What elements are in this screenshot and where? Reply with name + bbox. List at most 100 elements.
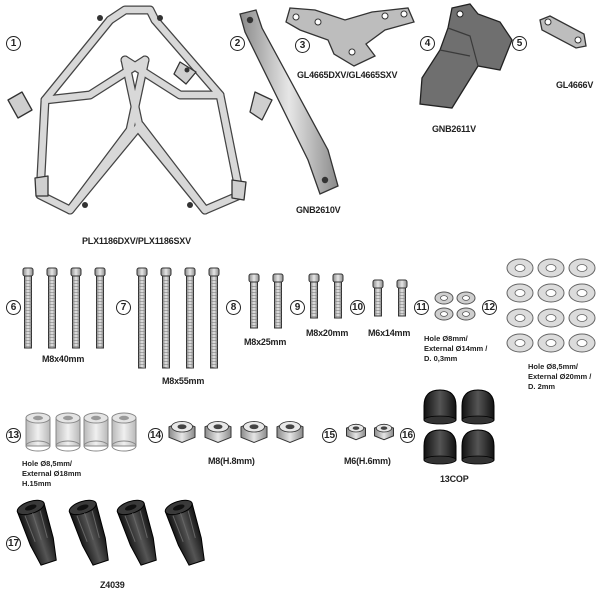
spacer-2 xyxy=(55,412,81,452)
screw-m8x55-2 xyxy=(160,267,172,369)
link-plate xyxy=(539,15,587,49)
label-14: M8(H.8mm) xyxy=(208,456,255,466)
spacer-4 xyxy=(111,412,137,452)
cap-1 xyxy=(423,389,457,425)
nut-m6-1 xyxy=(346,423,366,441)
label-10: M6x14mm xyxy=(368,328,411,338)
knob-3 xyxy=(116,499,157,566)
washer-thick-3 xyxy=(568,258,596,278)
note-13-line-2: External Ø18mm xyxy=(22,469,82,478)
screw-m8x25-1 xyxy=(248,273,260,329)
washer-thin-2 xyxy=(456,291,476,305)
washer-thin-4 xyxy=(456,307,476,321)
screw-m8x20-2 xyxy=(332,273,344,319)
spacer-1 xyxy=(25,412,51,452)
screw-m8x25-2 xyxy=(272,273,284,329)
washer-thick-1 xyxy=(506,258,534,278)
washer-thick-6 xyxy=(568,283,596,303)
item-number-5: 5 xyxy=(512,36,527,51)
note-11-line-1: Hole Ø8mm/ xyxy=(424,334,468,343)
washer-thick-12 xyxy=(568,333,596,353)
knob-4 xyxy=(164,499,205,566)
cap-4 xyxy=(461,429,495,465)
label-4: GNB2611V xyxy=(432,124,476,134)
knob-1 xyxy=(16,499,57,566)
note-13-line-1: Hole Ø8,5mm/ xyxy=(22,459,73,468)
note-11-line-3: D. 0,3mm xyxy=(424,354,458,363)
washer-thick-11 xyxy=(537,333,565,353)
screw-m8x40-4 xyxy=(94,267,106,349)
item-number-1: 1 xyxy=(6,36,21,51)
bracket-plate xyxy=(285,7,415,67)
item-number-11: 11 xyxy=(414,300,429,315)
item-number-2: 2 xyxy=(230,36,245,51)
rack-frame xyxy=(7,5,273,215)
washer-thin-1 xyxy=(434,291,454,305)
screw-m8x20-1 xyxy=(308,273,320,319)
screw-m8x40-2 xyxy=(46,267,58,349)
item-number-9: 9 xyxy=(290,300,305,315)
item-number-15: 15 xyxy=(322,428,337,443)
washer-thick-8 xyxy=(537,308,565,328)
note-12-line-2: External Ø20mm / xyxy=(528,372,592,381)
knob-2 xyxy=(68,499,109,566)
item-number-12: 12 xyxy=(482,300,497,315)
item-number-17: 17 xyxy=(6,536,21,551)
washer-thick-7 xyxy=(506,308,534,328)
item-number-16: 16 xyxy=(400,428,415,443)
item-number-14: 14 xyxy=(148,428,163,443)
knob-set xyxy=(16,499,205,566)
label-1: PLX1186DXV/PLX1186SXV xyxy=(82,236,191,246)
screw-sets xyxy=(22,267,408,369)
note-11-line-2: External Ø14mm / xyxy=(424,344,488,353)
item-number-10: 10 xyxy=(350,300,365,315)
nut-m8-1 xyxy=(168,420,196,444)
washer-thick-10 xyxy=(506,333,534,353)
note-13-line-3: H.15mm xyxy=(22,479,52,488)
washer-sets xyxy=(434,258,596,353)
nut-m8-3 xyxy=(240,420,268,444)
item-number-8: 8 xyxy=(226,300,241,315)
note-12-line-1: Hole Ø8,5mm/ xyxy=(528,362,579,371)
note-13: Hole Ø8,5mm/ External Ø18mm H.15mm xyxy=(22,459,81,489)
nut-sets xyxy=(168,420,394,444)
washer-thick-9 xyxy=(568,308,596,328)
spacer-3 xyxy=(83,412,109,452)
spacer-set xyxy=(25,412,137,452)
label-3: GL4665DXV/GL4665SXV xyxy=(297,70,398,80)
screw-m8x40-1 xyxy=(22,267,34,349)
cap-2 xyxy=(461,389,495,425)
label-17: Z4039 xyxy=(100,580,125,590)
label-9: M8x20mm xyxy=(306,328,349,338)
label-6: M8x40mm xyxy=(42,354,85,364)
label-2: GNB2610V xyxy=(296,205,341,215)
note-11: Hole Ø8mm/ External Ø14mm / D. 0,3mm xyxy=(424,334,487,364)
cap-set xyxy=(423,389,495,465)
strut-bar xyxy=(239,9,339,195)
label-16: 13COP xyxy=(440,474,469,484)
note-12: Hole Ø8,5mm/ External Ø20mm / D. 2mm xyxy=(528,362,591,392)
label-8: M8x25mm xyxy=(244,337,287,347)
screw-m8x55-1 xyxy=(136,267,148,369)
mount-bracket xyxy=(419,3,513,109)
washer-thick-2 xyxy=(537,258,565,278)
screw-m6x14-1 xyxy=(372,279,384,317)
washer-thick-4 xyxy=(506,283,534,303)
item-number-7: 7 xyxy=(116,300,131,315)
label-15: M6(H.6mm) xyxy=(344,456,391,466)
nut-m8-2 xyxy=(204,420,232,444)
label-5: GL4666V xyxy=(556,80,594,90)
item-number-6: 6 xyxy=(6,300,21,315)
item-number-13: 13 xyxy=(6,428,21,443)
item-number-4: 4 xyxy=(420,36,435,51)
item-number-3: 3 xyxy=(295,38,310,53)
screw-m8x55-4 xyxy=(208,267,220,369)
nut-m8-4 xyxy=(276,420,304,444)
washer-thick-5 xyxy=(537,283,565,303)
cap-3 xyxy=(423,429,457,465)
screw-m6x14-2 xyxy=(396,279,408,317)
screw-m8x55-3 xyxy=(184,267,196,369)
label-7: M8x55mm xyxy=(162,376,205,386)
